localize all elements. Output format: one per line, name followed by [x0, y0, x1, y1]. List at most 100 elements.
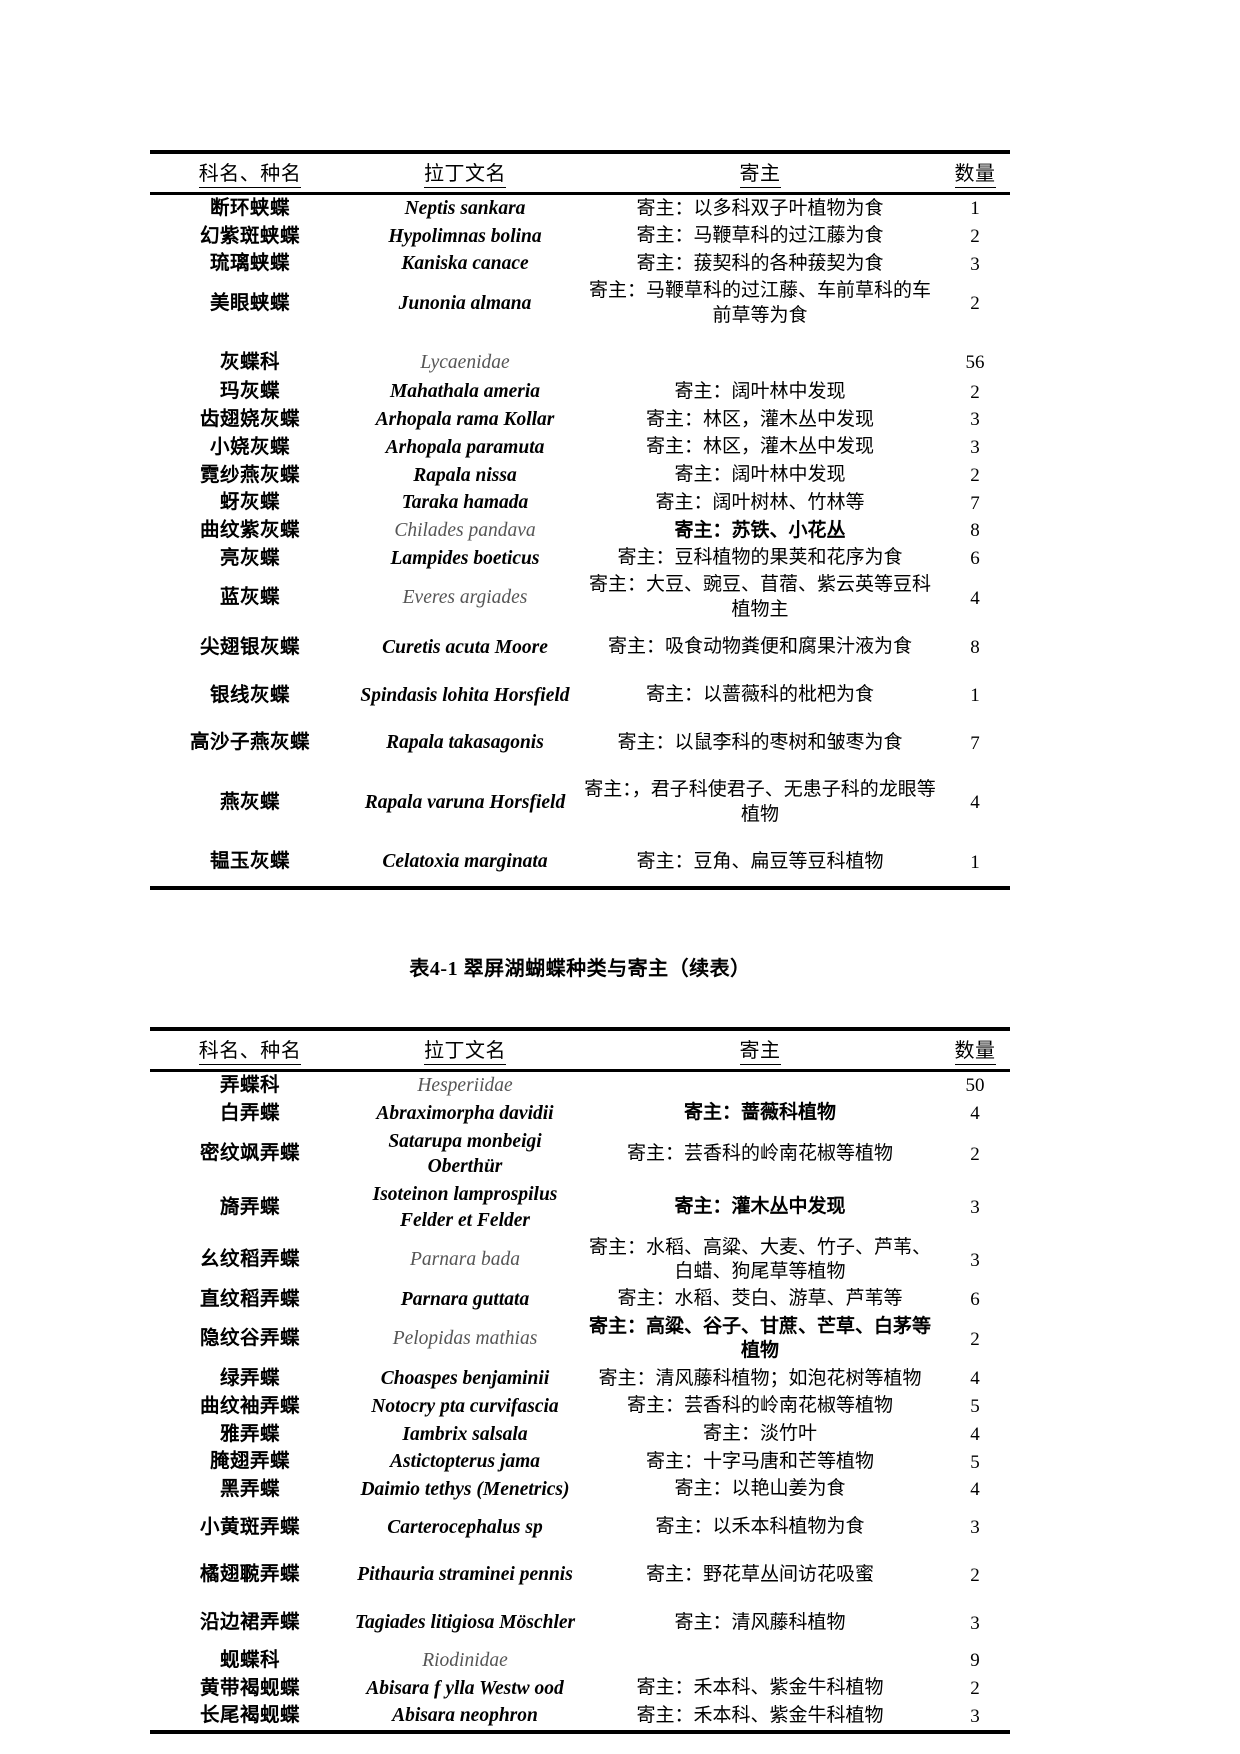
cell-host: 寄主：以多科双子叶植物为食 [636, 197, 884, 219]
cell-host: 寄主：以鼠李科的枣树和皱枣为食 [617, 731, 903, 753]
cell-latin-name: Rapala varuna Horsfield [364, 791, 566, 813]
cell-quantity: 2 [970, 1564, 980, 1586]
cell-quantity: 3 [970, 1197, 980, 1219]
cell-host: 寄主：禾本科、紫金牛科植物 [636, 1677, 884, 1699]
cell-latin-name: Choaspes benjaminii [380, 1368, 550, 1390]
cell-latin-name: Arhopala paramuta [385, 436, 545, 458]
cell-quantity: 3 [970, 437, 980, 459]
cell-quantity: 8 [970, 637, 980, 659]
cell-host: 寄主：阔叶林中发现 [674, 380, 846, 402]
cell-species-name: 曲纹紫灰蝶 [199, 519, 300, 541]
cell-latin-name: Abraximorpha davidii [376, 1102, 554, 1124]
cell-quantity: 5 [970, 1451, 980, 1473]
cell-species-name: 弄蝶科 [219, 1075, 280, 1097]
cell-species-name: 曲纹袖弄蝶 [199, 1395, 300, 1417]
cell-quantity: 6 [970, 1289, 980, 1311]
cell-latin-name: Curetis acuta Moore [382, 636, 548, 658]
cell-species-name: 黄带褐蚬蝶 [199, 1677, 300, 1699]
cell-quantity: 2 [970, 381, 980, 403]
cell-host: 寄主：芸香科的岭南花椒等植物 [626, 1395, 893, 1417]
cell-species-name: 齿翅娆灰蝶 [199, 409, 300, 431]
cell-species-name: 隐纹谷弄蝶 [199, 1328, 300, 1350]
cell-host: 寄主：十字马唐和芒等植物 [645, 1450, 874, 1472]
cell-latin-name: Everes argiades [402, 587, 528, 609]
column-header-name: 科名、种名 [150, 1029, 350, 1071]
cell-latin-name: Isoteinon lamprospilus Felder et Felder [372, 1184, 558, 1231]
cell-latin-name: Riodinidae [422, 1649, 508, 1671]
cell-host: 寄主：芸香科的岭南花椒等植物 [626, 1143, 893, 1164]
table-row: 燕灰蝶 Rapala varuna Horsfield 寄主：，君子科使君子、无患子… [150, 767, 1010, 838]
cell-quantity: 2 [970, 1328, 980, 1350]
cell-latin-name: Abisara neophron [392, 1705, 538, 1727]
cell-latin-name: Pithauria straminei pennis [357, 1564, 573, 1586]
cell-quantity: 56 [965, 351, 985, 373]
cell-latin-name: Lampides boeticus [390, 547, 540, 569]
table1-header: 科名、种名 拉丁文名 寄主 数量 [150, 152, 1010, 194]
cell-quantity: 3 [970, 1705, 980, 1727]
cell-species-name: 直纹稻弄蝶 [199, 1288, 300, 1310]
cell-latin-name: Parnara guttata [400, 1288, 530, 1310]
cell-quantity: 4 [970, 587, 980, 609]
cell-latin-name: Carterocephalus sp [387, 1516, 543, 1538]
cell-species-name: 密纹飒弄蝶 [199, 1143, 300, 1165]
cell-quantity: 2 [970, 293, 980, 315]
cell-species-name: 黑弄蝶 [219, 1478, 280, 1500]
cell-species-name: 蚬蝶科 [219, 1649, 280, 1671]
cell-species-name: 绿弄蝶 [219, 1368, 280, 1390]
cell-latin-name: Hesperiidae [417, 1075, 513, 1097]
cell-host: 寄主：，君子科使君子、无患子科的龙眼等植物 [584, 779, 936, 825]
column-header-host: 寄主 [580, 1029, 940, 1071]
cell-quantity: 2 [970, 464, 980, 486]
cell-host: 寄主：菝契科的各种菝契为食 [636, 252, 884, 274]
cell-quantity: 2 [970, 1143, 980, 1165]
cell-latin-name: Taraka hamada [401, 492, 529, 514]
cell-species-name: 小黄斑弄蝶 [199, 1516, 300, 1538]
cell-host: 寄主：水稻、高粱、大麦、竹子、芦苇、白蜡、狗尾草等植物 [588, 1236, 931, 1283]
cell-species-name: 幻紫斑蛱蝶 [199, 225, 300, 247]
cell-host: 寄主：苏铁、小花丛 [674, 519, 846, 541]
cell-species-name: 燕灰蝶 [219, 791, 280, 813]
cell-species-name: 高沙子燕灰蝶 [189, 732, 310, 754]
cell-species-name: 银线灰蝶 [209, 684, 290, 706]
cell-host: 寄主：大豆、豌豆、苜蓿、紫云英等豆科植物主 [588, 574, 931, 621]
cell-latin-name: Parnara bada [410, 1249, 520, 1271]
cell-quantity: 4 [970, 1103, 980, 1125]
cell-species-name: 腌翅弄蝶 [209, 1451, 290, 1473]
cell-latin-name: Tagiades litigiosa Möschler [354, 1612, 576, 1634]
cell-host: 寄主：高粱、谷子、甘蔗、芒草、白茅等植物 [588, 1315, 931, 1362]
cell-species-name: 小娆灰蝶 [209, 436, 290, 458]
cell-species-name: 断环蛱蝶 [209, 198, 290, 219]
cell-species-name: 琉璃蛱蝶 [209, 253, 290, 275]
cell-host: 寄主：野花草丛间访花吸蜜 [645, 1563, 874, 1585]
cell-host: 寄主：清风藤科植物 [674, 1611, 846, 1633]
column-header-host: 寄主 [580, 152, 940, 194]
cell-latin-name: Rapala nissa [413, 464, 517, 486]
cell-quantity: 1 [970, 198, 980, 220]
cell-host: 寄主：蔷薇科植物 [683, 1102, 836, 1124]
table-row: 蓝灰蝶 Everes argiades 寄主：大豆、豌豆、苜蓿、紫云英等豆科植物主 4 [150, 572, 1010, 623]
cell-quantity: 2 [970, 1677, 980, 1699]
cell-host: 寄主：吸食动物粪便和腐果汁液为食 [607, 636, 912, 658]
cell-species-name: 亮灰蝶 [219, 547, 280, 569]
cell-species-name: 蓝灰蝶 [219, 587, 280, 609]
